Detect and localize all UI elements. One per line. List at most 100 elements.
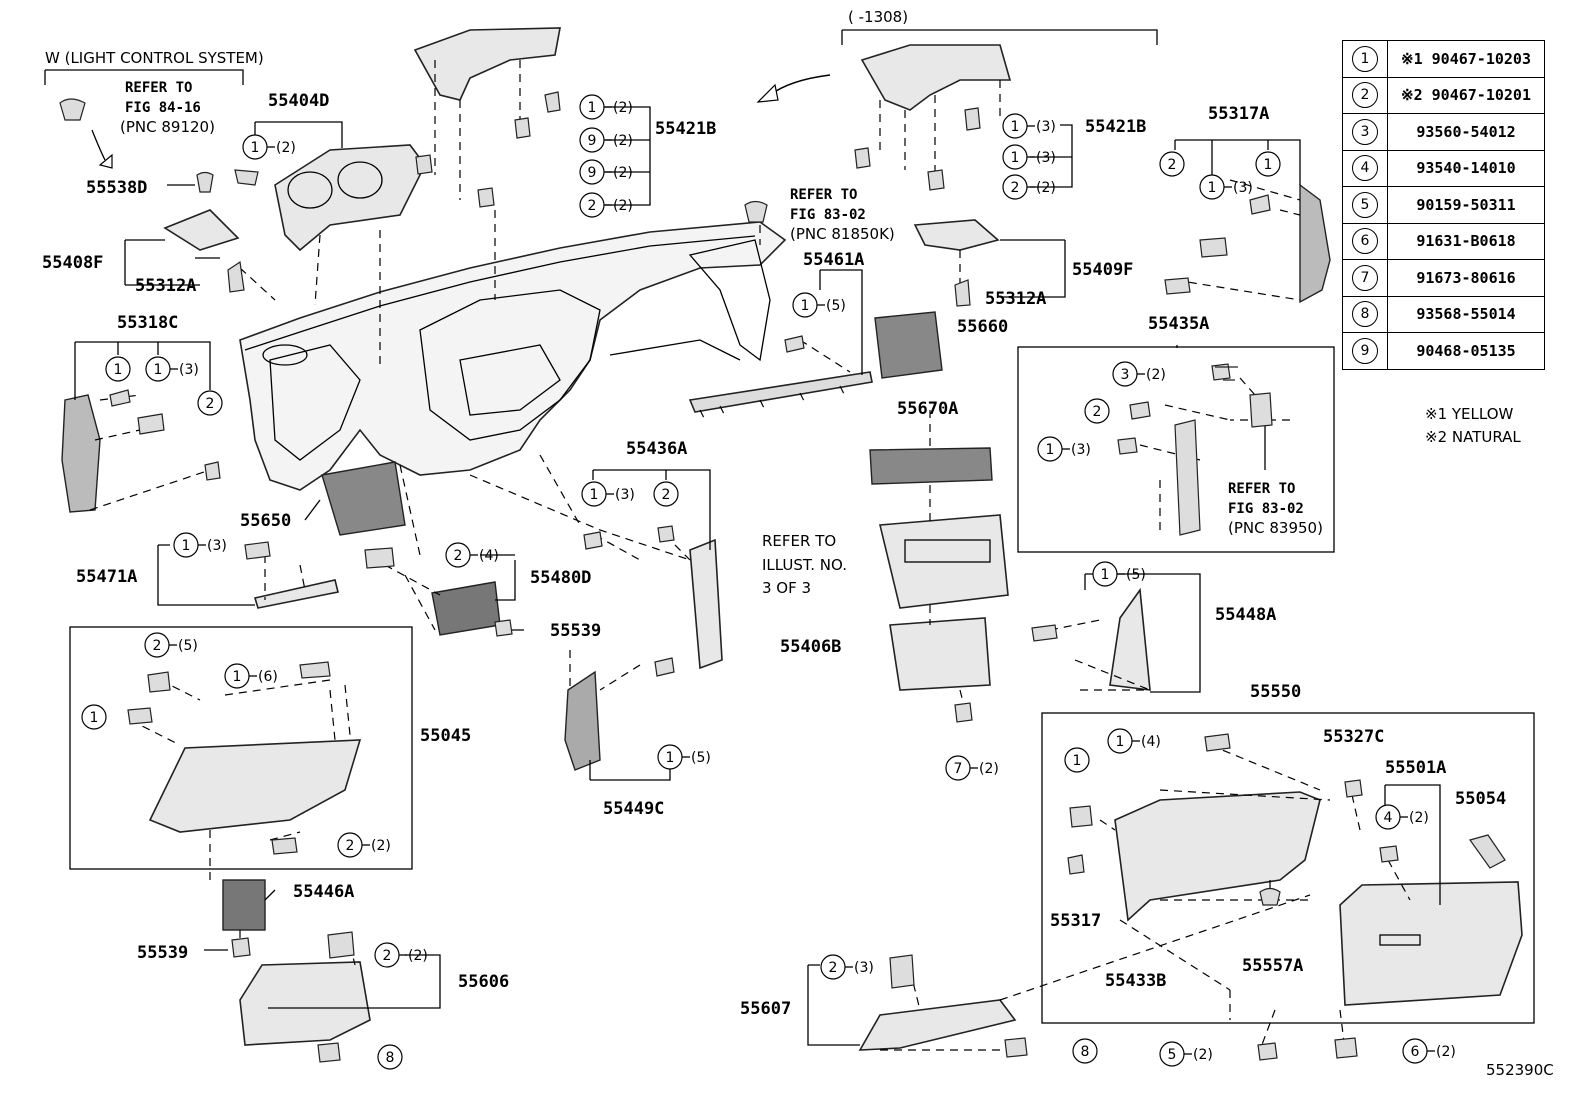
callout-marker: 1(3)	[1199, 174, 1253, 200]
callout-number: 9	[588, 133, 597, 149]
callout-marker: 1 (3)	[1002, 113, 1056, 139]
callout-marker: 1(2)	[242, 134, 296, 160]
callout-marker: 1	[105, 356, 131, 382]
part-shape-55660	[874, 311, 943, 379]
callout-number: 5	[1168, 1047, 1177, 1063]
legend-key: 4	[1342, 149, 1388, 187]
callout-marker: 1(6)	[224, 663, 278, 689]
refer-83-02b-line3: (PNC 83950)	[1228, 519, 1323, 537]
callout-number: 1	[590, 487, 599, 503]
callout-number: 1	[154, 362, 163, 378]
diagram-id: 552390C	[1486, 1061, 1554, 1079]
callout-circle	[377, 1044, 403, 1070]
callout-number: 1	[1208, 180, 1217, 196]
part-label-55471A: 55471A	[76, 567, 137, 587]
callout-marker: 2(3)	[820, 954, 874, 980]
part-label-55404D: 55404D	[268, 91, 329, 111]
part-label-55539-b: 55539	[137, 943, 188, 963]
callout-circle	[1255, 151, 1281, 177]
part-shape-55318C	[61, 394, 101, 513]
callout-number: 8	[386, 1050, 395, 1066]
callout-quantity: (3)	[207, 538, 227, 554]
callout-marker: 1(2)	[579, 94, 633, 120]
callout-circle	[653, 481, 679, 507]
part-label-55650: 55650	[240, 511, 291, 531]
callout-quantity: (4)	[1141, 734, 1161, 750]
callout-marker: 1 (4)	[1107, 728, 1161, 754]
labels: W (LIGHT CONTROL SYSTEM) REFER TO FIG 84…	[42, 8, 1554, 1079]
part-shape-55421B-a	[413, 27, 561, 101]
light-control-label: W (LIGHT CONTROL SYSTEM)	[45, 49, 264, 67]
refer-illust-line1: REFER TO	[762, 532, 836, 550]
refer-illust-line3: 3 OF 3	[762, 579, 811, 597]
callout-number: 2	[829, 960, 838, 976]
callout-quantity: (2)	[408, 948, 428, 964]
callout-quantity: (2)	[613, 165, 633, 181]
legend-key-circle: 4	[1352, 155, 1378, 182]
part-label-55480D: 55480D	[530, 568, 591, 588]
part-shape-55606	[239, 961, 371, 1046]
legend-row: 1※1 90467-10203	[1342, 40, 1545, 78]
callout-circle	[197, 390, 223, 416]
callout-marker: 6(2)	[1402, 1038, 1456, 1064]
part-shape-55448A	[1109, 587, 1151, 691]
legend-part-number: 91631-B0618	[1387, 222, 1545, 260]
legend-part-number: 93560-54012	[1387, 113, 1545, 151]
callout-marker: 8	[1072, 1038, 1098, 1064]
callout-quantity: (3)	[1036, 119, 1056, 135]
callout-number: 2	[346, 838, 355, 854]
legend-key: 3	[1342, 113, 1388, 151]
callout-marker: 3(2)	[1112, 361, 1166, 387]
part-label-55318C: 55318C	[117, 313, 178, 333]
callout-quantity: (5)	[826, 298, 846, 314]
part-shape-55404D	[274, 144, 426, 252]
callout-number: 1	[1011, 150, 1020, 166]
legend-key-circle: 2	[1352, 82, 1378, 109]
legend-part-number: ※2 90467-10201	[1387, 76, 1545, 114]
arrow-icon-small	[98, 153, 113, 169]
refer-83-02b-line2: FIG 83-02	[1228, 501, 1304, 517]
callout-quantity: (5)	[178, 638, 198, 654]
part-label-55421B-left: 55421B	[655, 119, 716, 139]
refer-83-02a-line1: REFER TO	[790, 187, 857, 203]
refer-83-02a-line3: (PNC 81850K)	[790, 225, 895, 243]
part-shape-55317A	[1299, 183, 1331, 304]
callout-quantity: (2)	[371, 838, 391, 854]
part-shape-55650	[321, 461, 406, 536]
callout-number: 9	[588, 165, 597, 181]
callout-circle	[81, 704, 107, 730]
part-label-55312A-left: 55312A	[135, 276, 196, 296]
callout-marker: 2	[197, 390, 223, 416]
callout-number: 1	[1101, 567, 1110, 583]
callout-number: 1	[1264, 157, 1273, 173]
part-label-55550: 55550	[1250, 682, 1301, 702]
legend-key-circle: 7	[1352, 264, 1378, 291]
callout-number: 1	[1011, 119, 1020, 135]
legend-key: 7	[1342, 259, 1388, 297]
part-shape-55436A	[689, 538, 723, 670]
refer-84-16-line1: REFER TO	[125, 80, 192, 96]
callout-number: 2	[1168, 157, 1177, 173]
legend-part-number: 93540-14010	[1387, 149, 1545, 187]
callout-marker: 1(3)	[1002, 144, 1056, 170]
callout-circle	[1084, 398, 1110, 424]
part-label-55317: 55317	[1050, 911, 1101, 931]
callout-marker: 1(3)	[145, 356, 199, 382]
group-box-55435A	[1017, 346, 1335, 553]
callout-quantity: (2)	[1436, 1044, 1456, 1060]
part-label-55557A: 55557A	[1242, 956, 1303, 976]
part-label-55435A: 55435A	[1148, 314, 1209, 334]
callout-quantity: (2)	[613, 133, 633, 149]
callout-marker: 2	[1084, 398, 1110, 424]
callout-number: 1	[1116, 734, 1125, 750]
callout-marker: 2(5)	[144, 632, 198, 658]
callout-number: 1	[114, 362, 123, 378]
part-label-55461A: 55461A	[803, 250, 864, 270]
callout-marker: 2	[653, 481, 679, 507]
callout-number: 2	[1011, 180, 1020, 196]
part-label-55406B: 55406B	[780, 637, 841, 657]
refer-83-02b-line1: REFER TO	[1228, 481, 1295, 497]
